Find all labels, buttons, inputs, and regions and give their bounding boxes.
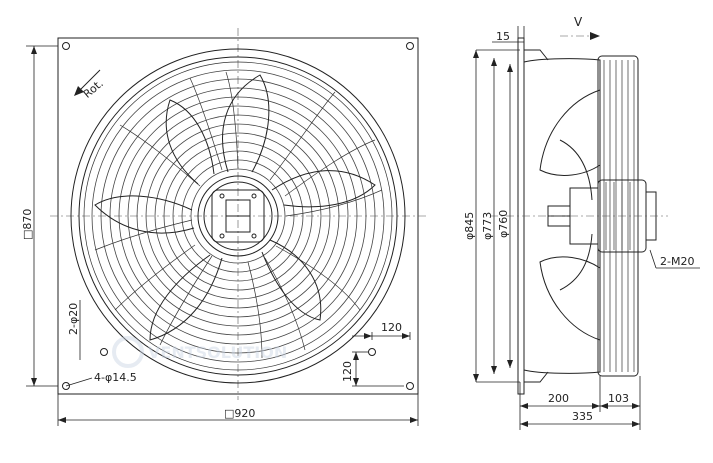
front-view: Rot. VENTSOLUTION □920 □870	[21, 28, 426, 426]
small-hole-right	[368, 348, 376, 356]
height-label: □870	[21, 209, 34, 240]
airflow-label: V	[574, 15, 583, 29]
rotation-indicator: Rot.	[74, 69, 106, 101]
fan-blades	[94, 74, 376, 341]
dia-mid-label: φ773	[481, 212, 494, 240]
side-view: V 15 φ845 φ773 φ760	[463, 15, 700, 430]
corner-hole-br	[406, 382, 414, 390]
depth-blade-label: 200	[548, 392, 569, 405]
corner-hole-bl	[62, 382, 70, 390]
small-hole-left	[100, 348, 108, 356]
guard-grille	[91, 69, 385, 363]
dim-diameters: φ845 φ773 φ760	[463, 49, 520, 383]
corner-hole-tr	[406, 42, 414, 50]
corner-hole-tl	[62, 42, 70, 50]
dia-outer-label: φ845	[463, 212, 476, 240]
rotation-label: Rot.	[81, 77, 106, 101]
dim-depth: 200 103 335	[519, 376, 641, 430]
venturi-inner-ring	[78, 56, 398, 376]
dim-hole-offset-x: 120	[352, 321, 411, 340]
dim-cable-gland: 2-M20	[649, 249, 700, 269]
dim-small-holes: 2-φ20	[67, 300, 81, 360]
venturi-outer-ring	[70, 48, 406, 384]
flange-label: 15	[496, 30, 510, 43]
depth-total-label: 335	[572, 410, 593, 423]
dim-width: □920	[57, 394, 419, 426]
dim-height: □870	[21, 45, 58, 387]
dim-corner-holes: 4-φ14.5	[65, 371, 137, 387]
hole-offset-y-label: 120	[341, 361, 354, 382]
gland-label: 2-M20	[660, 255, 694, 268]
dia-inner-label: φ760	[497, 210, 510, 238]
blade-side	[539, 89, 601, 341]
watermark-logo: VENTSOLUTION	[112, 336, 287, 368]
square-size-label: □920	[224, 407, 255, 420]
hole-offset-x-label: 120	[381, 321, 402, 334]
depth-motor-label: 103	[608, 392, 629, 405]
dim-hole-offset-y: 120	[341, 351, 404, 387]
airflow-indicator: V	[560, 15, 600, 40]
hole-pattern-label: 4-φ14.5	[94, 371, 137, 384]
motor-hub	[197, 175, 279, 257]
svg-text:VENTSOLUTION: VENTSOLUTION	[148, 343, 287, 362]
small-holes-label: 2-φ20	[67, 303, 80, 335]
dim-flange: 15	[492, 26, 525, 43]
